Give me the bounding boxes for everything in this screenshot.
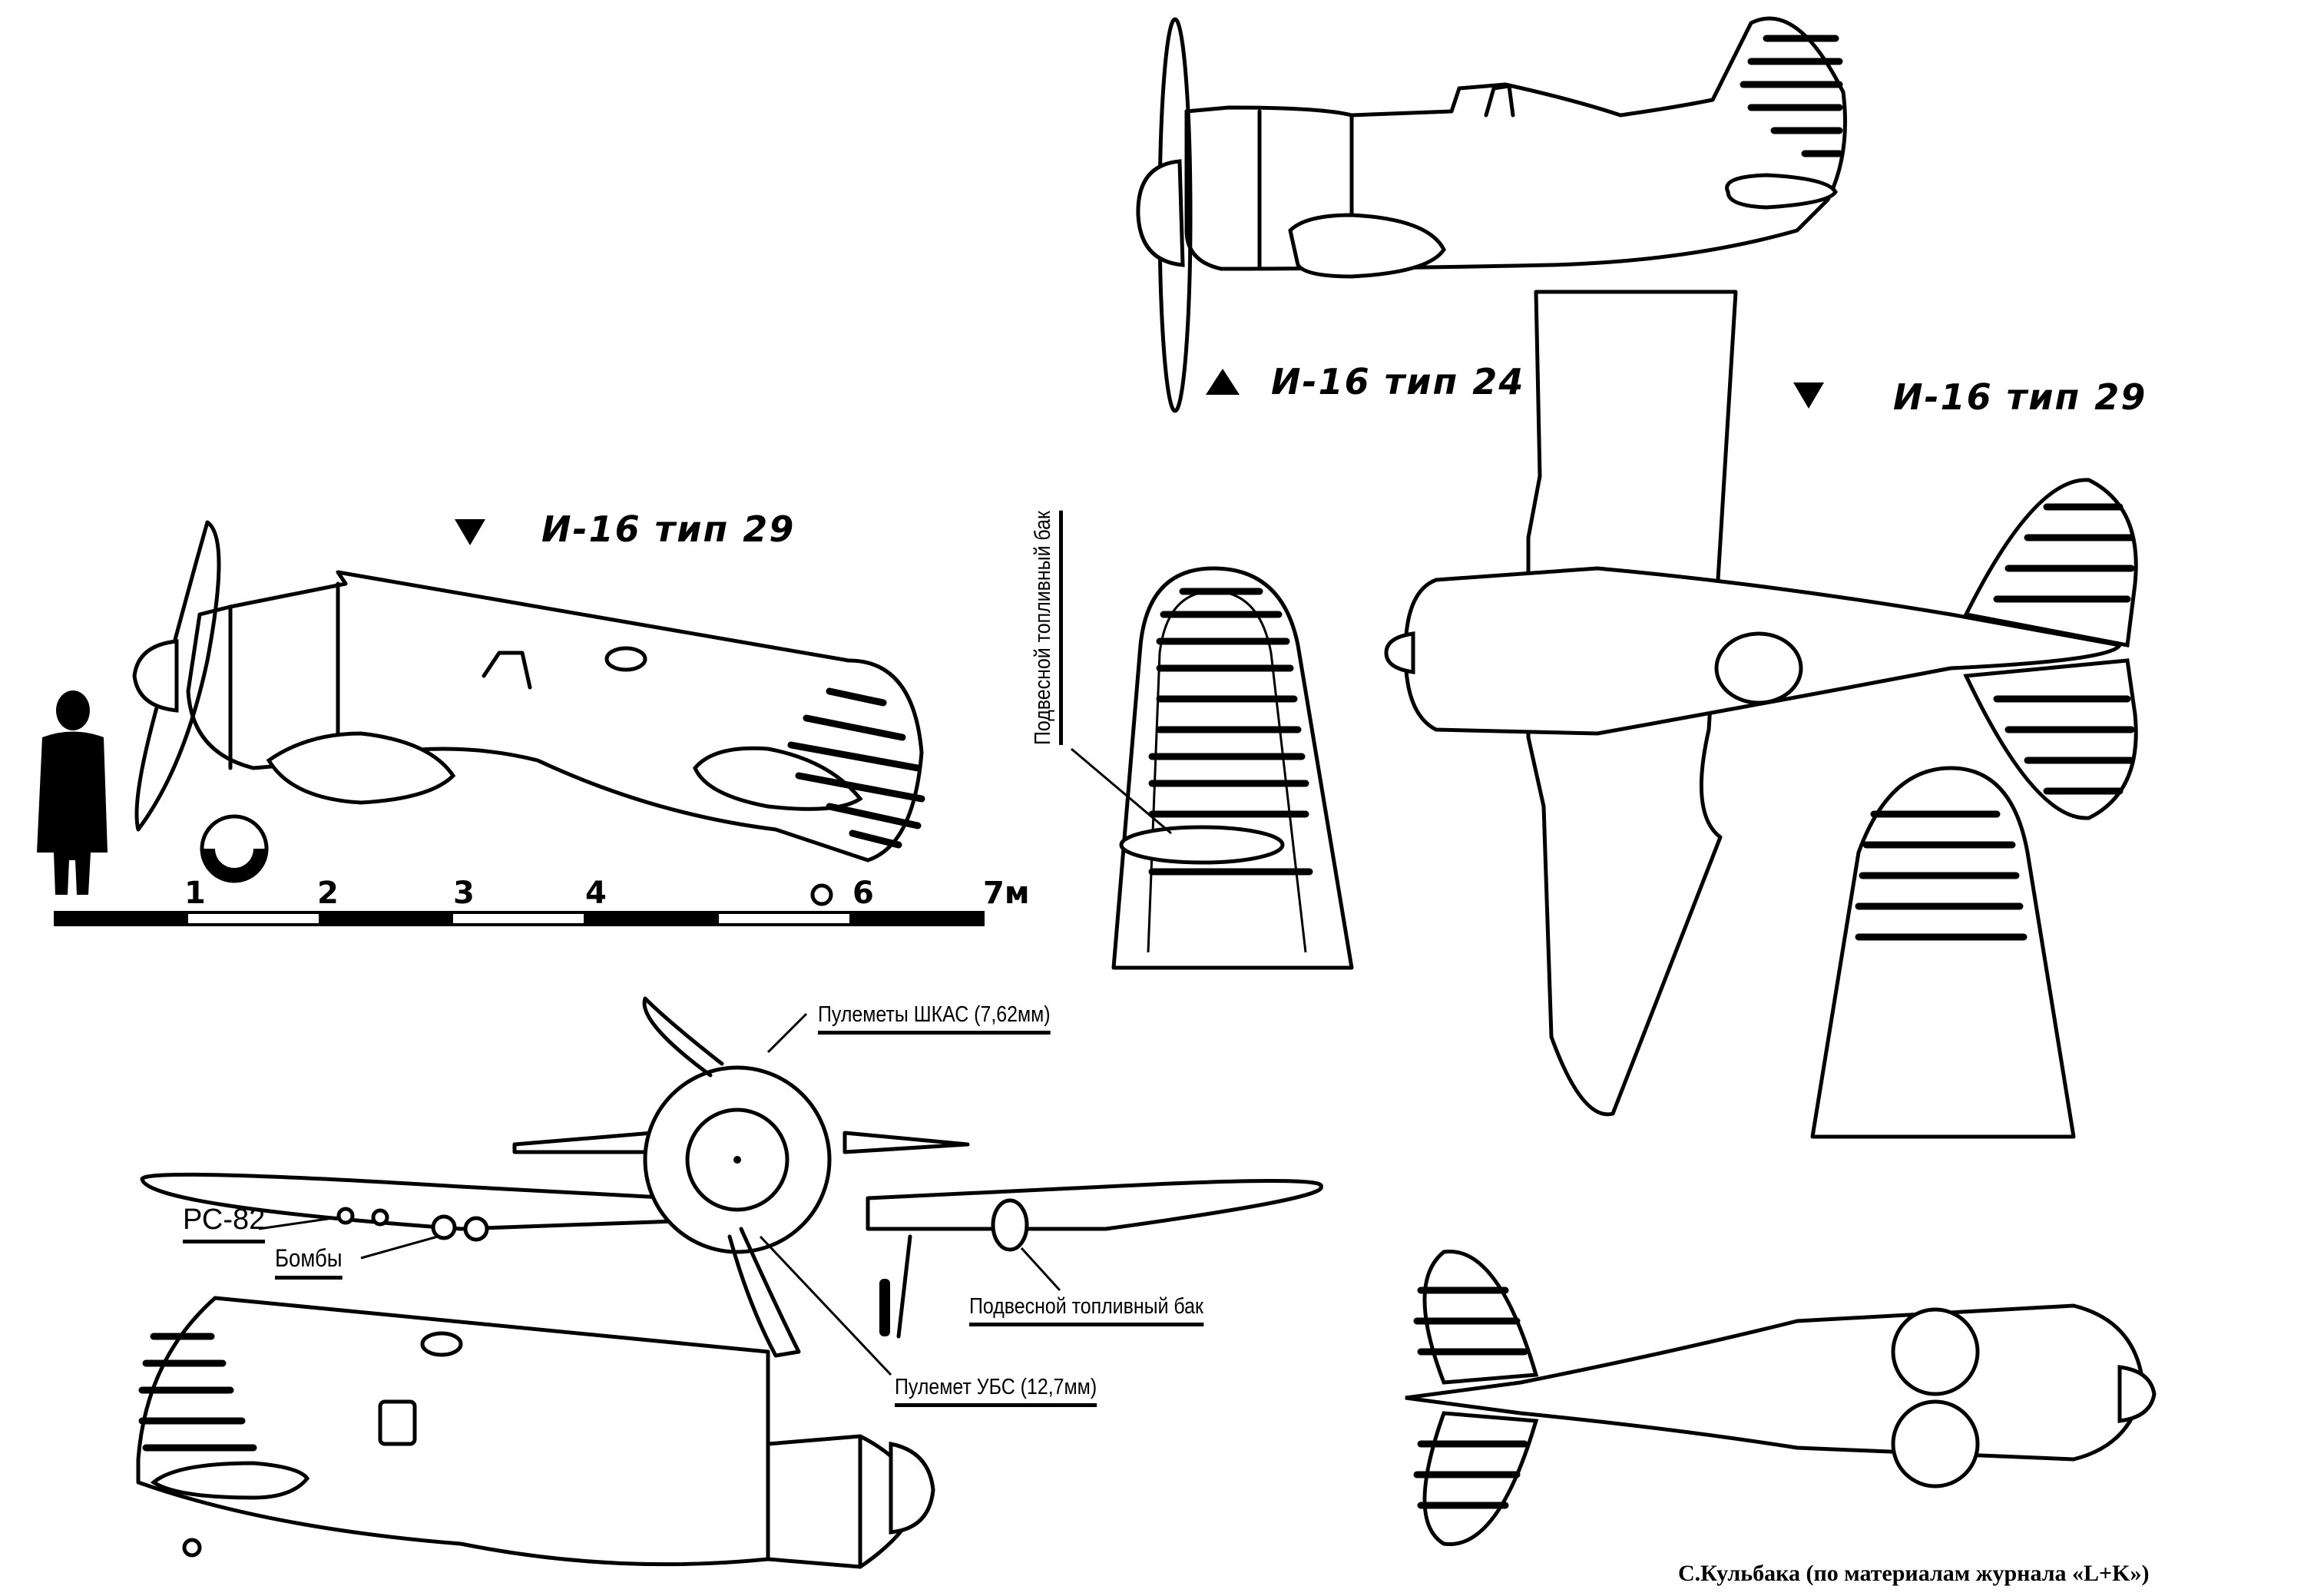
gunsight — [604, 646, 647, 672]
drop-tank-front — [991, 1198, 1029, 1252]
callout-drop-tank: Подвесной топливный бак — [969, 1294, 1203, 1326]
down-triangle-marker — [455, 519, 485, 545]
ventral-tank — [1288, 213, 1446, 279]
stabilizer-lower-left-down — [1422, 1411, 1539, 1547]
front-view — [140, 996, 1323, 1376]
lower-wing-right — [1810, 766, 2076, 1139]
pilot-figure — [37, 690, 108, 895]
callout-wing-tank: Подвесной топливный бак — [1031, 511, 1063, 745]
lower-wing-ribs — [1855, 810, 2028, 941]
landing-wheel — [879, 1279, 890, 1336]
wheel-well-upper — [1891, 1307, 1980, 1396]
rudder-ribs — [138, 1333, 257, 1452]
stabilizer-lower-left-up — [1422, 1249, 1539, 1385]
stabilizer-upper — [1963, 478, 2138, 647]
scale-tick-6: 6 — [852, 876, 874, 911]
wing-ribs — [1148, 588, 1313, 876]
rockets-rs82 — [336, 1207, 389, 1227]
callout-leader — [1071, 747, 1172, 835]
scale-tick-2: 2 — [317, 876, 339, 911]
bombs — [431, 1214, 489, 1242]
side-view-lower — [136, 1296, 935, 1569]
rudder-ribs — [1740, 35, 1843, 157]
wing-underside-detail — [1071, 566, 1354, 970]
title-type29-plan: И-16 тип 29 — [1893, 376, 2147, 418]
credit-line: С.Кульбака (по материалам журнала «L+K») — [1678, 1561, 2150, 1586]
spinner — [1136, 159, 1185, 267]
side-view-type24 — [1136, 16, 1847, 413]
windscreen — [1484, 84, 1515, 118]
scale-tick-4: 4 — [585, 876, 607, 911]
side-view-type29 — [132, 520, 925, 906]
gunsight — [420, 1331, 463, 1357]
callout-ubs-gun: Пулемет УБС (12,7мм) — [895, 1375, 1097, 1407]
scale-tick-3: 3 — [453, 876, 475, 911]
wheel-well-lower — [1891, 1399, 1980, 1488]
drop-tank — [1119, 825, 1285, 865]
up-triangle-marker — [1206, 369, 1240, 395]
callout-shkas-guns: Пулеметы ШКАС (7,62мм) — [818, 1002, 1051, 1035]
scale-bar — [54, 911, 985, 926]
rudder-ribs — [787, 687, 925, 849]
side-hatch — [378, 1399, 417, 1446]
tail-wheel — [810, 883, 833, 906]
title-type24-side: И-16 тип 24 — [1271, 361, 1525, 402]
tail-wheel — [182, 1538, 202, 1558]
tailplane — [1725, 173, 1838, 210]
stabilizer-ribs — [1993, 503, 2135, 795]
tailplane — [150, 1461, 310, 1500]
scale-tick-1: 1 — [184, 876, 206, 911]
plan-view-type29 — [1384, 290, 2157, 1547]
cockpit — [1714, 631, 1803, 705]
fuselage-outline — [1184, 16, 1847, 271]
spinner — [1384, 631, 1415, 674]
lower-stab-ribs — [1413, 1286, 1528, 1509]
prop-blade-down — [727, 1227, 801, 1358]
right-wing — [866, 1179, 1323, 1231]
callout-rs82: РС-82 — [183, 1204, 266, 1243]
propeller-blade — [134, 520, 221, 832]
spinner — [889, 1441, 935, 1535]
down-triangle-marker — [1793, 382, 1824, 409]
spinner — [132, 639, 179, 713]
fuselage-outline — [136, 1296, 924, 1569]
windscreen — [482, 651, 532, 690]
tailplane — [693, 746, 863, 811]
title-type29-side: И-16 тип 29 — [541, 508, 796, 550]
fuselage-outline — [186, 570, 924, 863]
callout-bombs: Бомбы — [275, 1244, 343, 1280]
scale-tick-7m: 7м — [983, 876, 1030, 911]
landing-gear-strut — [896, 1234, 912, 1339]
prop-blade-up — [642, 996, 724, 1078]
wing-root — [266, 731, 456, 805]
spinner-lower — [2117, 1365, 2157, 1423]
upper-wing-left — [1526, 290, 1738, 1117]
